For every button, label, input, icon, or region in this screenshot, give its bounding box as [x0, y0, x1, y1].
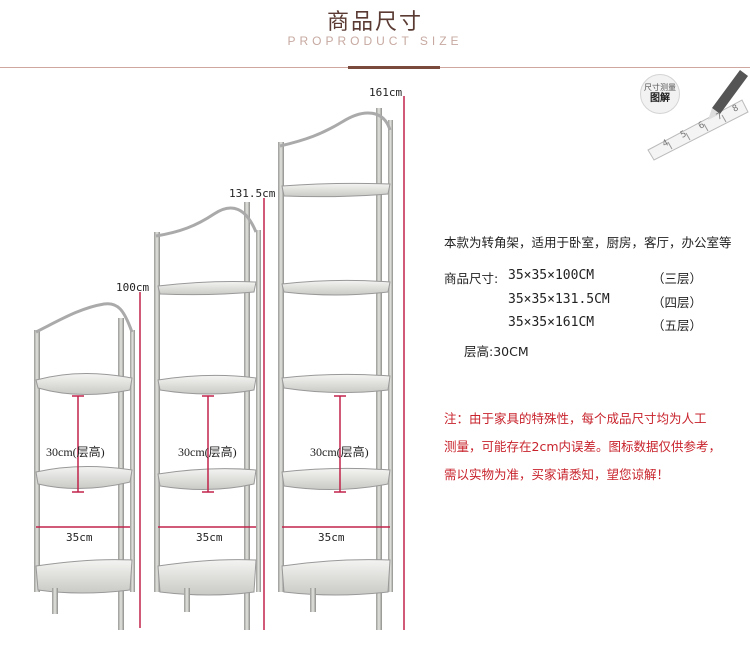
- width-label-small: 35cm: [66, 531, 93, 544]
- pencil-icon: [708, 70, 748, 120]
- size-label: 商品尺寸:: [444, 271, 499, 286]
- width-label-large: 35cm: [318, 531, 345, 544]
- width-label-medium: 35cm: [196, 531, 223, 544]
- header-divider-accent: [348, 66, 440, 69]
- layer-height-label-small: 30cm(层高): [46, 445, 105, 459]
- note-line-1: 注：由于家具的特殊性，每个成品尺寸均为人工: [444, 411, 707, 426]
- page-title: 商品尺寸: [326, 10, 423, 35]
- height-label-small: 100cm: [116, 281, 150, 294]
- layer-height-label-medium: 30cm(层高): [178, 445, 237, 459]
- layer-height-spec: 层高:30CM: [464, 344, 529, 359]
- size-tier-2: （四层）: [652, 295, 703, 310]
- note-line-3: 需以实物为准，买家请悉知，望您谅解！: [444, 467, 670, 482]
- layer-height-label-large: 30cm(层高): [310, 445, 369, 459]
- size-spec-3: 35×35×161CM: [508, 315, 595, 330]
- product-intro: 本款为转角架，适用于卧室，厨房，客厅，办公室等: [444, 235, 732, 250]
- layer-measure-lines: [72, 395, 346, 493]
- shelf-medium: [154, 202, 261, 630]
- size-tier-1: （三层）: [652, 271, 703, 286]
- page-subtitle: PROPRODUCT SIZE: [287, 34, 463, 48]
- shelf-large: [278, 108, 393, 630]
- height-label-medium: 131.5cm: [229, 187, 276, 200]
- size-spec-2: 35×35×131.5CM: [508, 292, 610, 307]
- measure-guide-badge: 尺寸测量 图解: [640, 74, 680, 114]
- height-label-large: 161cm: [369, 86, 403, 99]
- size-tier-3: （五层）: [652, 318, 703, 333]
- size-spec-1: 35×35×100CM: [508, 268, 595, 283]
- note-line-2: 测量，可能存在2cm内误差。图标数据仅供参考，: [444, 439, 722, 454]
- height-measure-lines: [139, 96, 405, 630]
- shelf-small: [34, 302, 135, 630]
